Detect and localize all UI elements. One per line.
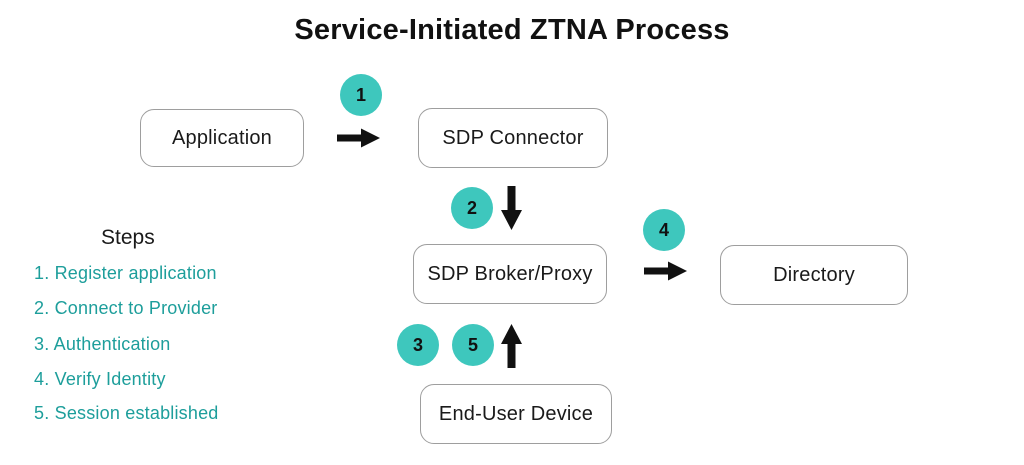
step-item-1: 1. Register application	[34, 263, 217, 283]
step-item-5: 5. Session established	[34, 403, 219, 423]
node-directory-label: Directory	[773, 263, 855, 286]
steps-heading: Steps	[101, 226, 155, 249]
step-item-4: 4. Verify Identity	[34, 369, 166, 389]
diagram-title: Service-Initiated ZTNA Process	[294, 14, 730, 46]
node-sdp-broker-proxy-label: SDP Broker/Proxy	[427, 262, 593, 285]
node-sdp-connector: SDP Connector	[418, 108, 608, 168]
step-badge-3: 3	[397, 324, 439, 366]
node-end-user-device: End-User Device	[420, 384, 612, 444]
node-directory: Directory	[720, 245, 908, 305]
step-badge-1: 1	[340, 74, 382, 116]
node-application-label: Application	[171, 126, 273, 149]
step-item-3: 3. Authentication	[34, 334, 171, 354]
step-badge-4: 4	[643, 209, 685, 251]
arrow-right-application-to-connector-icon	[337, 128, 380, 148]
arrow-up-device-to-broker-icon	[501, 324, 522, 368]
step-badge-2: 2	[451, 187, 493, 229]
step-item-2: 2. Connect to Provider	[34, 298, 218, 318]
node-sdp-broker-proxy: SDP Broker/Proxy	[413, 244, 607, 304]
node-sdp-connector-label: SDP Connector	[442, 126, 584, 149]
node-end-user-device-label: End-User Device	[438, 402, 594, 425]
node-application: Application	[140, 109, 304, 167]
arrow-right-broker-to-directory-icon	[644, 261, 687, 281]
arrow-down-connector-to-broker-icon	[501, 186, 522, 230]
step-badge-5: 5	[452, 324, 494, 366]
